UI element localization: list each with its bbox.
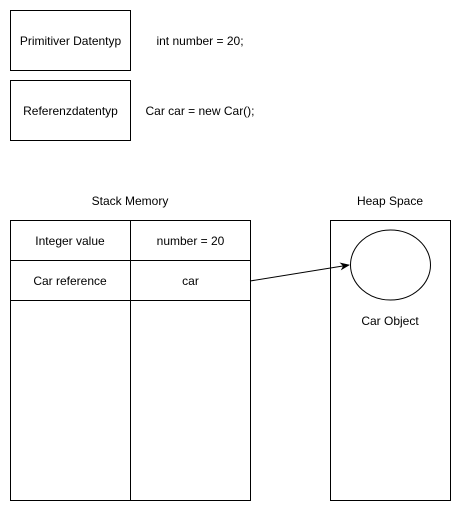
primitive-type-label: Primitiver Datentyp — [19, 33, 122, 48]
primitive-example-code: int number = 20; — [156, 34, 244, 48]
heap-space-title: Heap Space — [356, 194, 424, 208]
reference-type-label: Referenzdatentyp — [23, 103, 118, 118]
stack-row-value-number: number = 20 — [156, 234, 225, 248]
stack-row-label-integer: Integer value — [35, 234, 105, 248]
stack-column-divider — [130, 220, 131, 501]
stack-row-label-car-reference: Car reference — [33, 274, 107, 288]
primitive-type-box: Primitiver Datentyp — [10, 10, 131, 71]
stack-row-value-car: car — [182, 274, 199, 288]
car-object-label: Car Object — [361, 314, 419, 328]
heap-space-container — [330, 220, 451, 501]
reference-example-code: Car car = new Car(); — [145, 104, 255, 118]
stack-memory-title: Stack Memory — [91, 194, 169, 208]
stack-row-divider — [10, 300, 251, 301]
reference-type-box: Referenzdatentyp — [10, 80, 131, 141]
stack-row-divider — [10, 260, 251, 261]
